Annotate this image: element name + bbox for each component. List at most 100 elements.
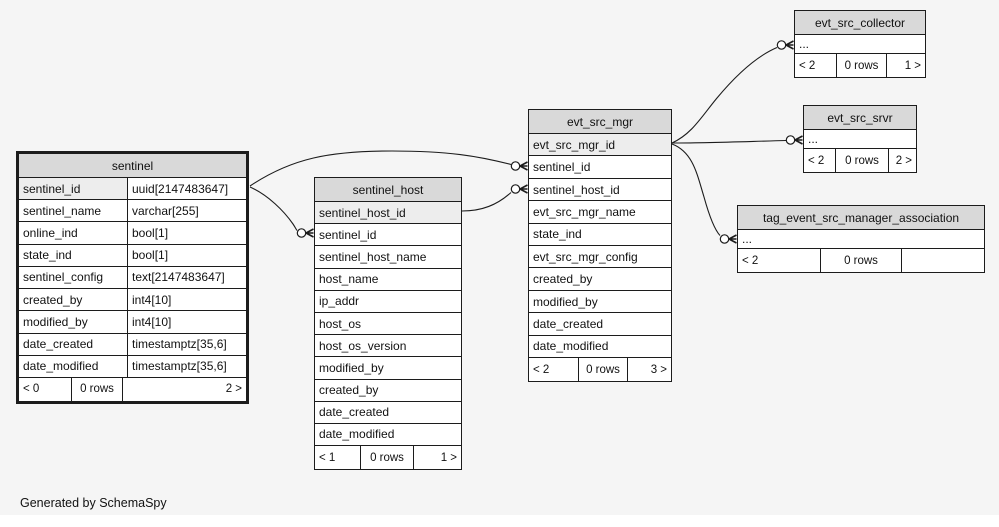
column-name: date_created	[23, 337, 94, 352]
column-row-created_by: created_by	[529, 267, 671, 290]
footer-parents[interactable]: < 2	[529, 358, 579, 382]
footer-rowcount: 0 rows	[836, 149, 889, 172]
edge-line	[249, 186, 298, 231]
table-footer: < 2 0 rows 2 >	[804, 148, 916, 172]
footer-rowcount: 0 rows	[821, 249, 902, 272]
edge-line	[249, 150, 512, 187]
column-name: state_ind	[23, 248, 72, 263]
column-type: timestamptz[35,6]	[127, 355, 246, 377]
column-row-sentinel_host_name: sentinel_host_name	[315, 245, 461, 268]
generator-credit: Generated by SchemaSpy	[20, 496, 167, 510]
column-row-: ...	[804, 129, 916, 148]
column-row-sentinel_host_id: sentinel_host_id	[315, 201, 461, 224]
column-row-evt_src_mgr_config: evt_src_mgr_config	[529, 245, 671, 268]
column-row-state_ind: state_ind bool[1]	[19, 243, 246, 266]
footer-parents[interactable]: < 0	[19, 377, 72, 401]
column-row-host_os: host_os	[315, 311, 461, 335]
footer-children[interactable]: 3 >	[650, 363, 667, 376]
column-type: uuid[2147483647]	[127, 178, 246, 200]
table-title[interactable]: sentinel	[19, 154, 246, 177]
table-title[interactable]: tag_event_src_manager_association	[738, 206, 984, 229]
edge-evt_src_mgr-to-evt_src_collector	[671, 40, 794, 144]
column-row-date_modified: date_modified	[529, 334, 671, 358]
footer-parents[interactable]: < 2	[795, 54, 837, 77]
column-row-modified_by: modified_by	[529, 289, 671, 313]
column-name: host_os	[319, 316, 362, 331]
footer-children[interactable]: 1 >	[904, 59, 921, 72]
column-name: evt_src_mgr_config	[533, 249, 638, 264]
column-row-sentinel_host_id: sentinel_host_id	[529, 177, 671, 201]
column-row-ip_addr: ip_addr	[315, 289, 461, 312]
column-name: created_by	[319, 383, 379, 398]
crowfoot-marker	[728, 234, 737, 244]
footer-parents[interactable]: < 2	[738, 249, 821, 272]
table-title[interactable]: evt_src_collector	[795, 11, 925, 34]
bottom-margin	[0, 515, 999, 527]
column-type: bool[1]	[127, 222, 246, 244]
column-row-online_ind: online_ind bool[1]	[19, 221, 246, 244]
edge-sentinel-to-evt_src_mgr	[249, 150, 528, 187]
table-title[interactable]: evt_src_mgr	[529, 110, 671, 133]
footer-children[interactable]: 1 >	[440, 451, 457, 464]
column-row-sentinel_id: sentinel_id	[529, 155, 671, 178]
column-row-host_name: host_name	[315, 267, 461, 290]
column-name: sentinel_id	[19, 178, 127, 200]
table-footer: < 1 0 rows 1 >	[315, 445, 461, 470]
table-tag_event_src_manager_association[interactable]: tag_event_src_manager_association ... < …	[737, 205, 985, 273]
footer-children[interactable]	[902, 249, 984, 272]
column-row-date_modified: date_modified	[315, 422, 461, 446]
edge-evt_src_mgr-to-tag_event_src_manager_association	[671, 143, 737, 244]
column-name: sentinel_host_id	[533, 182, 620, 197]
footer-children[interactable]: 2 >	[225, 383, 242, 396]
zero-cardinality-dot	[510, 184, 521, 194]
column-name: online_ind	[23, 226, 78, 241]
column-name: sentinel_id	[319, 227, 377, 242]
column-name: modified_by	[533, 294, 598, 309]
footer-parents[interactable]: < 2	[804, 149, 836, 172]
table-title[interactable]: evt_src_srvr	[804, 106, 916, 129]
column-name: host_name	[319, 272, 379, 287]
zero-cardinality-dot	[776, 40, 787, 50]
column-name: date_created	[533, 316, 604, 331]
table-evt_src_srvr[interactable]: evt_src_srvr ... < 2 0 rows 2 >	[803, 105, 917, 173]
column-row-modified_by: modified_by	[315, 356, 461, 379]
column-name: sentinel_host_name	[319, 249, 427, 264]
table-footer: < 0 0 rows 2 >	[19, 376, 246, 401]
edge-line	[461, 192, 512, 212]
column-row-: ...	[738, 229, 984, 248]
column-name: sentinel_id	[533, 160, 591, 175]
zero-cardinality-dot	[510, 161, 521, 171]
column-name: host_os_version	[319, 338, 407, 353]
column-name: ...	[799, 37, 810, 51]
footer-rowcount: 0 rows	[837, 54, 887, 77]
edge-sentinel-to-sentinel_host	[249, 186, 314, 238]
footer-rowcount: 0 rows	[579, 358, 628, 382]
column-type: bool[1]	[127, 244, 246, 266]
crowfoot-marker	[785, 40, 794, 50]
footer-children[interactable]: 2 >	[895, 154, 912, 167]
column-name: modified_by	[319, 360, 384, 375]
zero-cardinality-dot	[719, 234, 730, 244]
column-type: text[2147483647]	[127, 266, 246, 289]
column-name: ip_addr	[319, 294, 360, 309]
column-row-date_created: date_created	[315, 400, 461, 423]
edge-line	[671, 143, 721, 236]
table-evt_src_collector[interactable]: evt_src_collector ... < 2 0 rows 1 >	[794, 10, 926, 78]
table-title[interactable]: sentinel_host	[315, 178, 461, 201]
crowfoot-marker	[305, 228, 314, 238]
column-name: ...	[808, 132, 819, 146]
column-row-date_created: date_created	[529, 312, 671, 335]
column-name: sentinel_name	[23, 203, 102, 218]
footer-parents[interactable]: < 1	[315, 446, 361, 470]
footer-rowcount: 0 rows	[361, 446, 414, 470]
table-sentinel_host[interactable]: sentinel_host sentinel_host_id sentinel_i…	[314, 177, 462, 470]
